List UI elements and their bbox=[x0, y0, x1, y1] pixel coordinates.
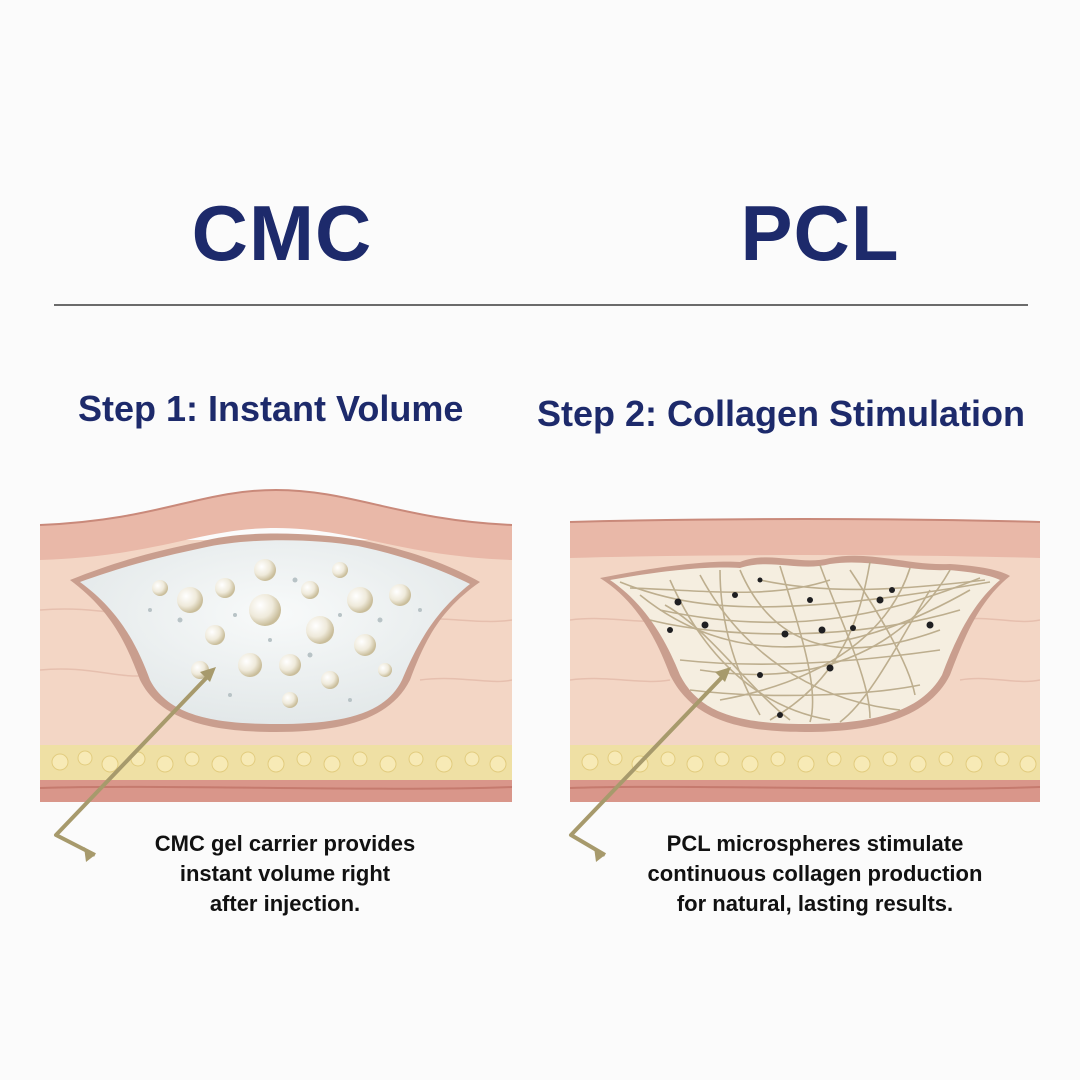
cmc-caption-line: after injection. bbox=[209, 891, 361, 916]
cmc-caption: CMC gel carrier provides instant volume … bbox=[110, 829, 460, 919]
epidermis-layer bbox=[570, 519, 1040, 558]
pcl-microspheres bbox=[667, 577, 934, 718]
heading-cmc: CMC bbox=[191, 189, 373, 277]
epidermis-layer bbox=[40, 490, 512, 560]
cmc-skin-illustration bbox=[40, 488, 512, 802]
bent-arrow-icon bbox=[54, 667, 216, 862]
collagen-fibers bbox=[619, 561, 991, 723]
step1-title: Step 1: Instant Volume bbox=[78, 388, 464, 429]
heading-pcl: PCL bbox=[740, 189, 900, 277]
pcl-caption-line: continuous collagen production bbox=[647, 861, 983, 886]
pcl-caption: PCL microspheres stimulate continuous co… bbox=[600, 829, 1030, 919]
muscle-layer bbox=[40, 780, 512, 802]
cmc-caption-line: CMC gel carrier provides bbox=[154, 831, 416, 856]
cmc-gel bbox=[80, 540, 470, 724]
step2-title: Step 2: Collagen Stimulation bbox=[537, 393, 1026, 434]
bent-arrow-icon bbox=[569, 667, 731, 862]
cmc-caption-line: instant volume right bbox=[179, 861, 391, 886]
collagen-matrix bbox=[610, 562, 1000, 724]
pcl-skin-illustration bbox=[570, 518, 1040, 802]
pcl-caption-line: PCL microspheres stimulate bbox=[666, 831, 964, 856]
pcl-caption-line: for natural, lasting results. bbox=[676, 891, 954, 916]
gel-particles bbox=[152, 559, 411, 708]
muscle-layer bbox=[570, 780, 1040, 802]
section-divider bbox=[54, 304, 1028, 306]
